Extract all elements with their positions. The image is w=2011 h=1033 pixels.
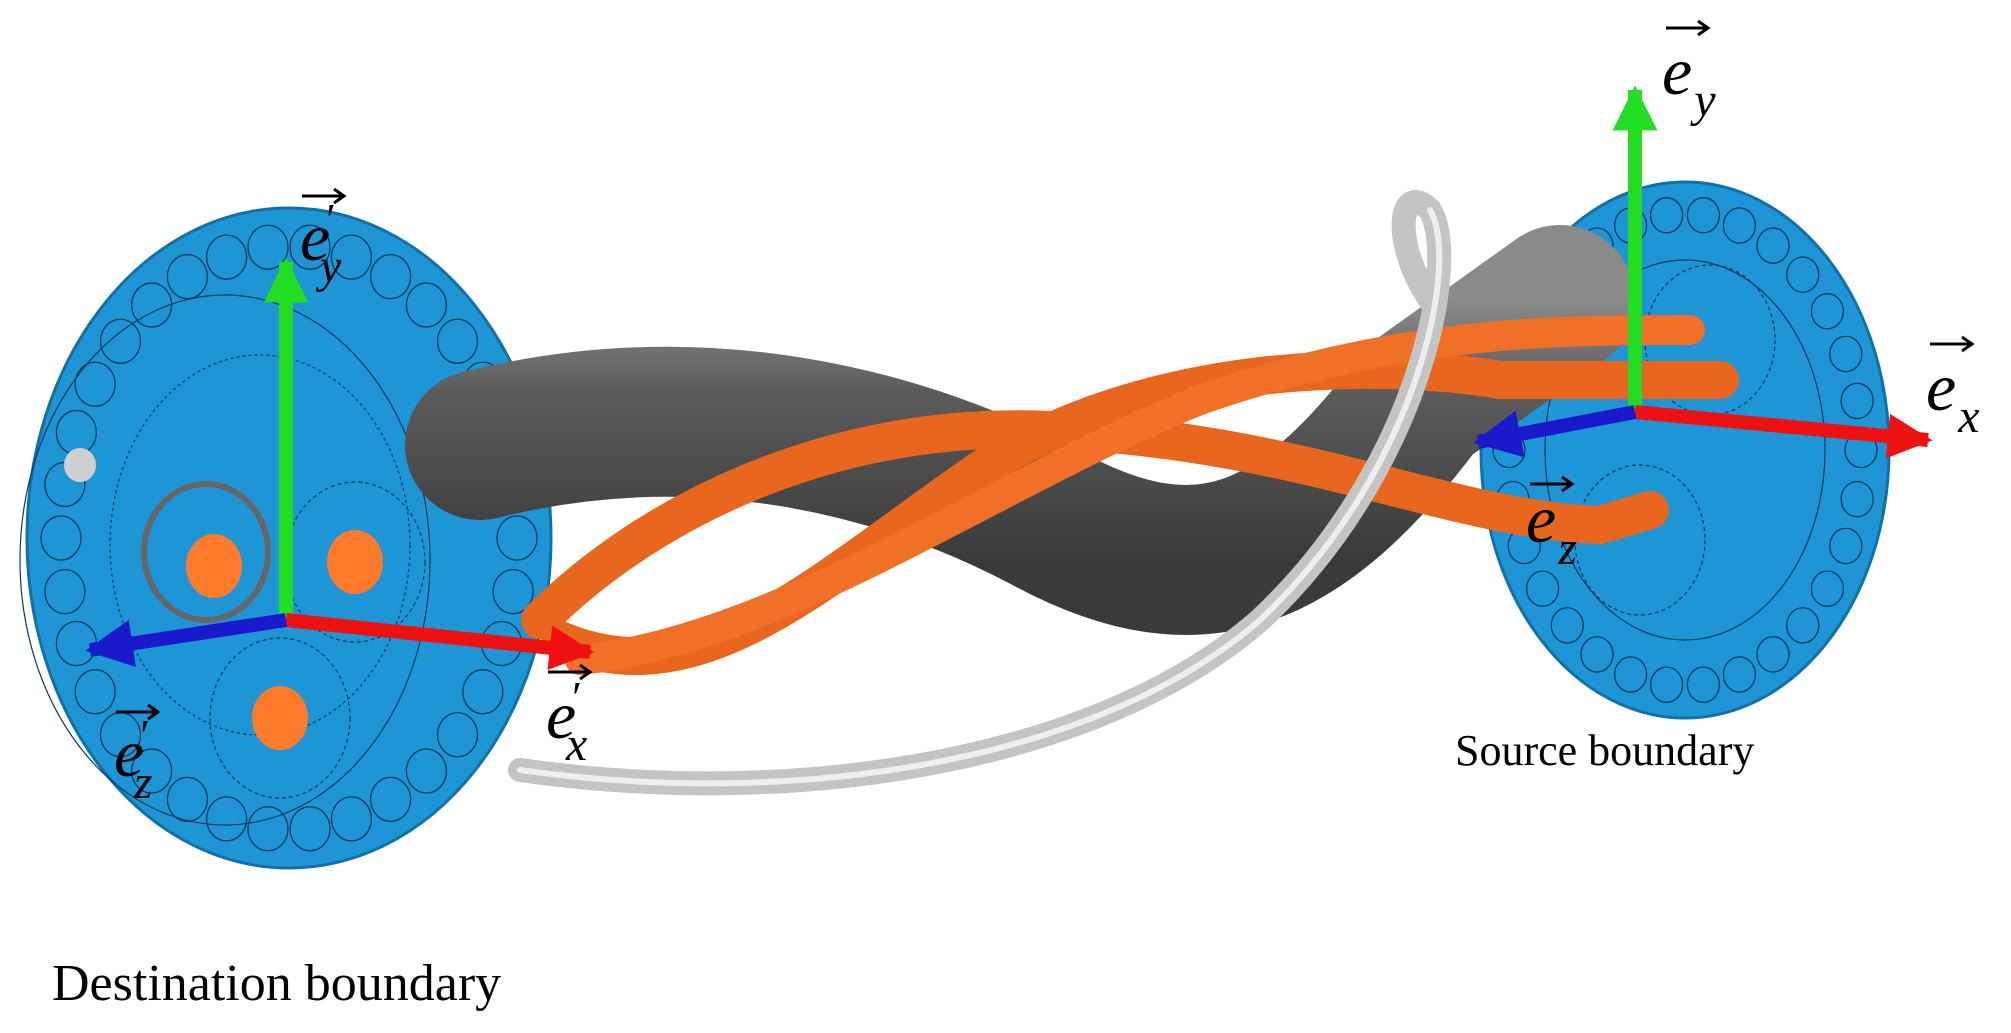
svg-text:e′z: e′z [114,711,153,809]
armour-wire-circle [369,253,412,300]
armour-wire-circle [130,282,173,328]
armour-wire-circle [405,748,448,794]
source-axes [1473,85,1933,459]
armour-wire-circle [496,515,538,561]
dest-z-axis-arrow [85,613,288,668]
src-y-axis-label: ey [1662,19,1716,127]
armour-wire-circle [1580,636,1614,673]
core-3 [252,686,308,750]
armour-wire-circle [1756,227,1790,264]
dest-z-axis-label: e′z [114,703,161,809]
core-2 [327,530,383,594]
armour-wire-circle [166,776,209,823]
armour-wire-circle [1649,197,1684,234]
svg-text:ex: ex [1926,349,1980,443]
armour-wire-circle [462,669,504,715]
armour-wire-circle [130,748,173,794]
armour-wire-circle [1722,656,1757,693]
armour-wire-circle [436,318,479,364]
armour-wire-circle [330,234,373,280]
armour-wire-circle [44,569,86,615]
svg-text:e′x: e′x [546,673,587,771]
armour-wire-circle [492,569,534,615]
armour-wire-circle [1756,636,1790,673]
armour-wire-circle [1686,197,1721,234]
armour-wire-circle [99,318,142,364]
armour-wire-circle [1829,335,1863,373]
armour-wire-circle [405,282,448,328]
src-x-axis-arrow [1634,405,1933,459]
armour-wire-circle [1840,382,1874,420]
armour-wire-circle [40,515,82,561]
armour-wire-circle [1786,607,1820,644]
armour-wire-circle [74,669,116,715]
small-gray-conductor [64,448,96,482]
armour-wire-circle [1810,293,1845,330]
armour-wire-circle [1810,570,1845,607]
source-boundary-label: Source boundary [1455,726,1754,775]
sheath-ring [141,481,271,623]
armour-wire-circle [1525,570,1560,607]
armour-wire-circle [205,234,248,280]
cable-bundle [405,190,1739,796]
armour-wire-circle [1722,207,1757,244]
svg-text:ez: ez [1526,481,1577,575]
destination-axes [85,257,595,671]
armour-wire-circle [1550,607,1584,644]
gray-cable [405,225,1635,635]
svg-text:ey: ey [1662,33,1716,127]
dest-x-axis-label: e′x [546,663,593,771]
armour-wire-circle [166,253,209,300]
armour-wire-circle [1686,666,1721,703]
svg-text:e′y: e′y [300,195,342,293]
armour-wire-circle [247,806,289,852]
armour-wire-circle [289,224,331,270]
armour-wire-circle [436,712,479,758]
orange-cable-3 [565,315,1705,675]
src-z-axis-label: ez [1526,475,1577,575]
armour-wire-circle [205,796,248,842]
src-x-axis-label: ex [1926,335,1980,443]
armour-wire-circle [1786,256,1820,293]
orange-cable-2 [521,410,1669,639]
armour-wire-circle [1613,656,1648,693]
armour-wire-circle [330,796,373,842]
armour-wire-circle [289,806,331,852]
dest-x-axis-arrow [285,613,595,671]
armour-wire-circle [369,776,412,823]
src-z-axis-arrow [1473,405,1637,458]
core-1 [186,534,242,598]
armour-wire-circle [1840,480,1874,518]
destination-boundary-label: Destination boundary [52,955,501,1012]
armour-wire-circle [74,361,116,407]
armour-wire-circle [1649,666,1684,703]
dest-y-axis-label: e′y [300,187,347,293]
armour-wire-circle [1829,527,1863,565]
